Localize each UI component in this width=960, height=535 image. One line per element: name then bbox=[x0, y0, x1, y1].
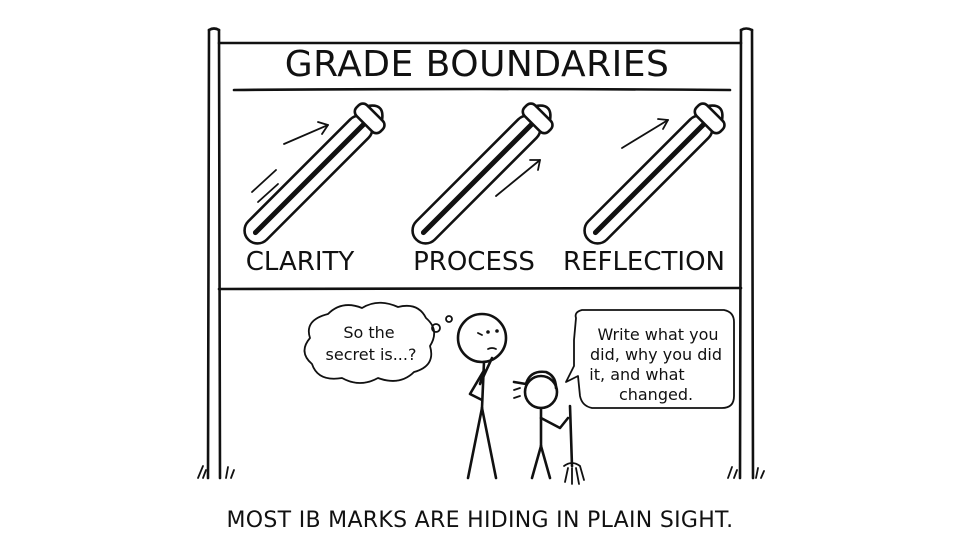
slider-process-arrow-icon bbox=[495, 159, 541, 197]
slider-reflection-arrow-icon bbox=[621, 118, 669, 149]
slider-reflection: REFLECTION bbox=[563, 102, 726, 277]
speech-bubble-line-2: did, why you did bbox=[590, 345, 722, 364]
mop-icon bbox=[563, 404, 585, 485]
slider-reflection-track bbox=[583, 102, 726, 245]
slider-process-track bbox=[411, 102, 554, 245]
sign-post-left bbox=[206, 27, 222, 480]
sign-title: GRADE BOUNDARIES bbox=[285, 44, 670, 85]
sign-board bbox=[217, 41, 743, 291]
thought-bubble-line-2: secret is...? bbox=[326, 345, 417, 364]
thought-bubble-line-1: So the bbox=[343, 323, 394, 342]
sign-post-right bbox=[738, 27, 755, 480]
janitor-cap-icon bbox=[512, 370, 558, 390]
thought-bubble: So the secret is...? bbox=[303, 301, 453, 384]
comic-caption: MOST IB MARKS ARE HIDING IN PLAIN SIGHT. bbox=[227, 508, 734, 533]
slider-reflection-label: REFLECTION bbox=[563, 247, 725, 277]
slider-clarity: CLARITY bbox=[243, 102, 386, 277]
slider-clarity-motion-lines bbox=[251, 169, 279, 203]
slider-process: PROCESS bbox=[411, 102, 554, 277]
grass-tuft-right bbox=[727, 466, 765, 479]
slider-process-label: PROCESS bbox=[413, 247, 535, 277]
grass-tuft-left bbox=[197, 465, 235, 479]
stick-figure-thinking bbox=[456, 312, 508, 480]
slider-clarity-arrow-icon bbox=[283, 121, 329, 145]
speech-bubble: Write what you did, why you did it, and … bbox=[565, 309, 735, 409]
slider-clarity-label: CLARITY bbox=[246, 247, 355, 277]
stick-figure-thinking-head bbox=[456, 312, 508, 364]
slider-clarity-track bbox=[243, 102, 386, 245]
speech-bubble-line-3: it, and what bbox=[589, 365, 684, 384]
speech-bubble-line-4: changed. bbox=[619, 385, 693, 404]
speech-bubble-line-1: Write what you bbox=[597, 325, 718, 344]
stick-figure-janitor bbox=[512, 370, 585, 485]
